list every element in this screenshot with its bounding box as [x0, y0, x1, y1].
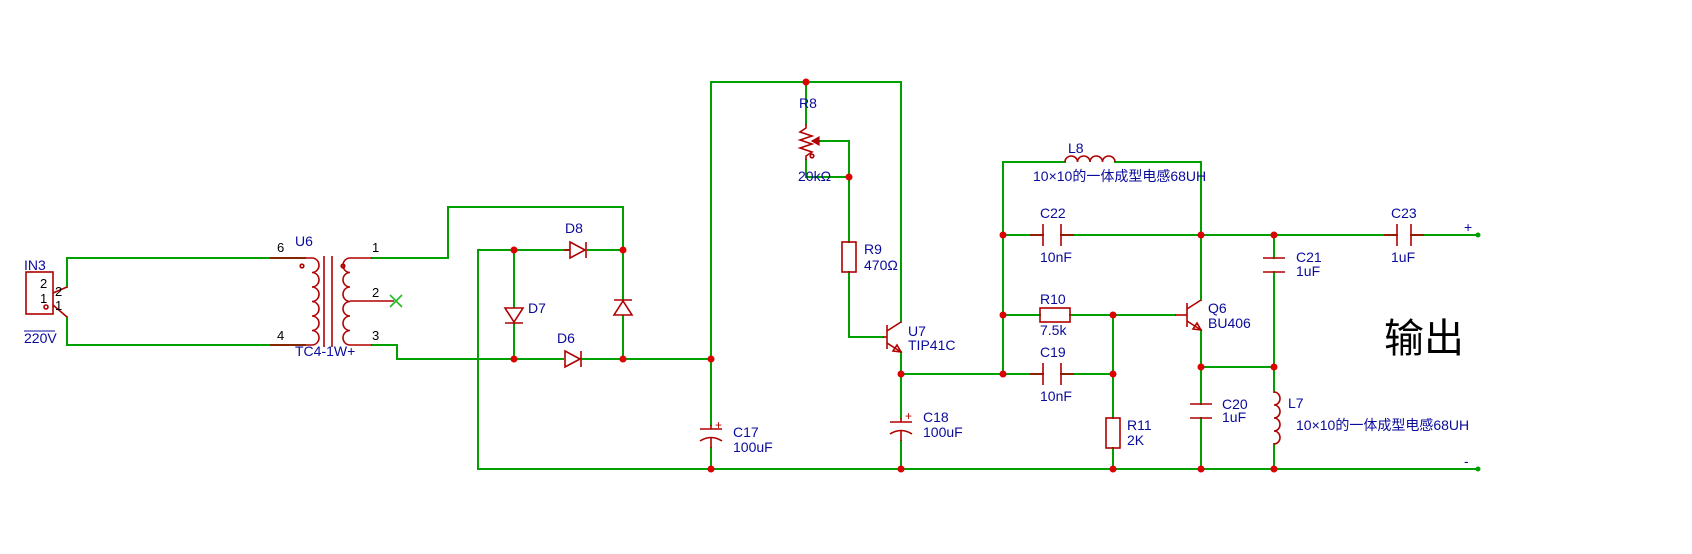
l7-ref: L7 — [1288, 395, 1304, 411]
c19-capacitor[interactable]: C19 10nF — [1030, 344, 1074, 404]
junctions — [510, 78, 1278, 473]
in3-pin-b: 1 — [40, 291, 47, 306]
c18-ref: C18 — [923, 409, 949, 425]
c18-capacitor[interactable]: + C18 100uF — [889, 409, 963, 441]
l7-value: 10×10的一体成型电感68UH — [1296, 417, 1469, 433]
d8-ref: D8 — [565, 220, 583, 236]
output-plus-label: + — [1464, 219, 1472, 235]
u6-ref: U6 — [295, 233, 313, 249]
d7-ref: D7 — [528, 300, 546, 316]
c21-ref: C21 — [1296, 249, 1322, 265]
r10-value: 7.5k — [1040, 322, 1067, 338]
r11-ref: R11 — [1127, 417, 1152, 433]
u6-pin-4: 4 — [277, 328, 284, 343]
in3-pin-d: 1 — [55, 298, 62, 313]
u6-pin-1: 1 — [372, 240, 379, 255]
c20-value: 1uF — [1222, 409, 1246, 425]
u7-transistor[interactable]: U7 TIP41C — [883, 321, 955, 353]
c22-ref: C22 — [1040, 205, 1066, 221]
r11-resistor[interactable]: R11 2K — [1105, 417, 1152, 449]
c20-capacitor[interactable]: C20 1uF — [1190, 396, 1248, 425]
output-terminals: + - 输出 — [1384, 219, 1481, 472]
in3-pin-c: 2 — [55, 284, 62, 299]
c17-capacitor[interactable]: + C17 100uF — [699, 418, 773, 455]
r9-ref: R9 — [864, 241, 882, 257]
r10-resistor[interactable]: R10 7.5k — [1039, 291, 1071, 338]
u6-transformer[interactable]: 6 4 1 2 3 U6 TC4-1W+ — [270, 233, 394, 359]
u6-pin-2: 2 — [372, 285, 379, 300]
l8-inductor[interactable]: L8 10×10的一体成型电感68UH — [1033, 140, 1206, 184]
u7-value: TIP41C — [908, 337, 955, 353]
c19-value: 10nF — [1040, 388, 1072, 404]
l8-value: 10×10的一体成型电感68UH — [1033, 168, 1206, 184]
in3-ref: IN3 — [24, 257, 46, 273]
output-title: 输出 — [1384, 316, 1464, 362]
q6-ref: Q6 — [1208, 300, 1227, 316]
wires — [66, 81, 1479, 470]
l8-ref: L8 — [1068, 140, 1084, 156]
d7-diode[interactable]: D7 — [503, 300, 546, 324]
r9-resistor[interactable]: R9 470Ω — [841, 241, 898, 273]
in3-connector[interactable]: IN3 2 1 2 1 220V — [24, 257, 68, 346]
in3-pin-a: 2 — [40, 276, 47, 291]
u7-ref: U7 — [908, 323, 926, 339]
u6-pin-3: 3 — [372, 328, 379, 343]
c21-capacitor[interactable]: C21 1uF — [1263, 249, 1322, 279]
r10-ref: R10 — [1040, 291, 1066, 307]
q6-transistor[interactable]: Q6 BU406 — [1175, 299, 1251, 331]
svg-text:+: + — [905, 409, 912, 423]
r9-value: 470Ω — [864, 257, 898, 273]
c23-capacitor[interactable]: C23 1uF — [1384, 205, 1424, 265]
u6-pin-6: 6 — [277, 240, 284, 255]
q6-value: BU406 — [1208, 315, 1251, 331]
r8-potentiometer[interactable]: R8 20kΩ — [797, 95, 831, 184]
bridge-diode-right[interactable] — [612, 299, 634, 316]
r11-value: 2K — [1127, 432, 1145, 448]
c22-value: 10nF — [1040, 249, 1072, 265]
r8-value: 20kΩ — [798, 168, 831, 184]
c18-value: 100uF — [923, 424, 963, 440]
svg-text:+: + — [715, 418, 722, 432]
d6-ref: D6 — [557, 330, 575, 346]
in3-value: 220V — [24, 330, 57, 346]
r8-ref: R8 — [799, 95, 817, 111]
c19-ref: C19 — [1040, 344, 1066, 360]
l7-inductor[interactable]: L7 10×10的一体成型电感68UH — [1273, 391, 1469, 445]
c20-ref: C20 — [1222, 396, 1248, 412]
c17-value: 100uF — [733, 439, 773, 455]
c17-ref: C17 — [733, 424, 759, 440]
c22-capacitor[interactable]: C22 10nF — [1030, 205, 1074, 265]
u6-value: TC4-1W+ — [295, 343, 355, 359]
c23-value: 1uF — [1391, 249, 1415, 265]
d8-diode[interactable]: D8 — [564, 220, 587, 260]
d6-diode[interactable]: D6 — [557, 330, 582, 369]
c21-value: 1uF — [1296, 263, 1320, 279]
output-minus-label: - — [1464, 453, 1469, 469]
no-connect-marker — [389, 294, 403, 308]
c23-ref: C23 — [1391, 205, 1417, 221]
